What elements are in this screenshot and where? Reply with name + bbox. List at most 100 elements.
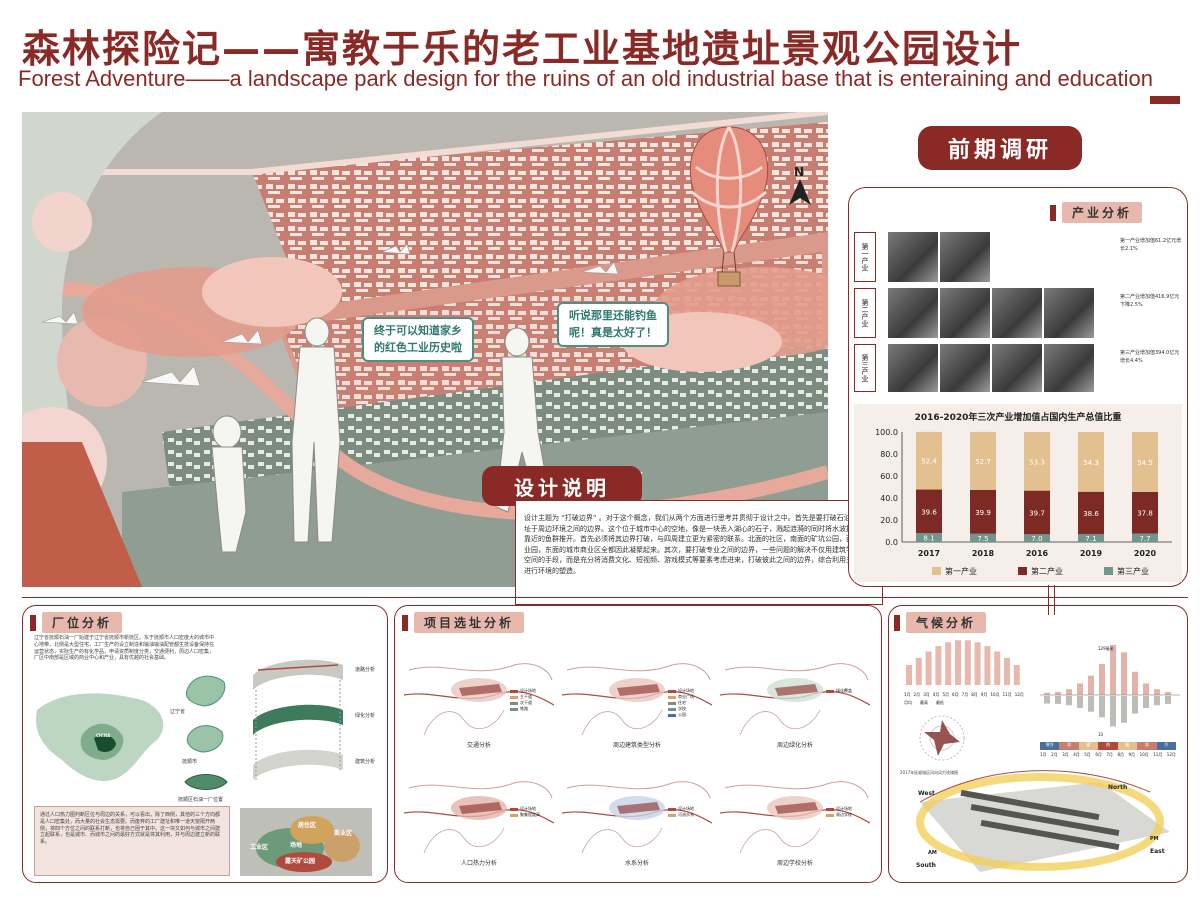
bar-data-label: 7.1 [1085,535,1096,543]
sun-north-label: North [1108,784,1128,791]
temp-low-bar [1088,696,1094,712]
bar-segment [1024,534,1050,542]
industry-note: 第三产业增加值394.0亿元增长4.4% [1120,350,1180,364]
month-label: 10月 [990,692,1000,697]
industry-chart-box [854,404,1182,582]
harvester-photo [940,232,990,282]
location-analysis-text: 通过人口热力图判断区位与周边的关系，可以看出，除了西侧，其他的三个方向都是人口密… [40,812,221,845]
bar-segment [1078,432,1104,492]
hero-illustration: N 终于可以知道家乡的红色工业历史啦 听说那里还能钓鱼呢！真是太好了！ [22,112,828,587]
factory-photo [940,288,990,338]
north-arrow-icon: N [787,165,813,207]
site-map-4: 人口热力分析 设计场地聚集程度高 [403,768,555,867]
factory-photo [1044,288,1094,338]
title-accent-bar [1150,96,1180,104]
bar-data-label: 37.8 [1137,510,1153,518]
site-map-caption: 周边学校分析 [776,860,813,867]
bar-segment [1078,534,1104,542]
legend-item: 聚集程度高 [510,812,554,818]
rain-bar [1132,671,1138,695]
month-label: 10月 [1139,752,1149,757]
temperature-chart [906,640,1020,685]
month-label: 5月 [1084,752,1091,757]
tag-bar [402,614,408,631]
wind-rose-caption: 2017年抚顺城区风向风力玫瑰图 [900,770,959,775]
month-label: 12月 [1166,752,1176,757]
x-tick-label: 2017 [918,549,940,558]
location-panel [22,605,388,883]
legend-item: 设计场地 [510,688,554,694]
rain-bar [1099,663,1105,695]
legend-item: 月均 [904,700,912,705]
rainfall-max-label: 129毫米 [1098,646,1114,651]
rain-bar [1044,692,1050,695]
bar-data-label: 53.3 [1029,458,1045,466]
month-label: 6月 [1095,752,1102,757]
temperature-legend: 月均 最高 最低 [904,700,944,706]
site-map-legend: 设计场地聚集程度高 [510,806,554,818]
connector-line [1048,585,1049,615]
speech-bubble-left: 终于可以知道家乡的红色工业历史啦 [362,317,474,362]
design-note-text: 设计主题为 “打破边界” 。对于这个概念，我们从两个方面进行思考并贯彻于设计之中… [515,500,883,605]
legend-swatch [932,567,941,575]
page-title: 森林探险记——寓教于乐的老工业基地遗址景观公园设计 [22,27,1023,71]
legend-item: 铁路 [510,706,554,712]
season-item: 凉 [1059,742,1079,750]
rain-bar [1121,652,1127,695]
bar-segment [1078,491,1104,535]
bar-segment [916,489,942,534]
site-map-legend: 设计场地商业广场住宅学校公园 [668,688,712,718]
bar-data-label: 54.5 [1137,459,1153,467]
site-map-legend: 设计场地周边学校 [826,806,870,818]
season-item: 冷 [1156,742,1176,750]
rainfall-axis-label: 10 [1098,732,1104,737]
chart-title: 2016-2020年三次产业增加值占国内生产总值比重 [915,411,1122,423]
temp-bar [974,642,981,685]
rain-bar [1165,691,1171,695]
bar-data-label: 39.9 [975,509,991,517]
bar-data-label: 7.7 [1139,535,1150,543]
tag-bar [1050,204,1056,221]
industry-row-label: 第二产业 [854,288,876,338]
bar-segment [970,489,996,534]
industry-note: 第二产业增加值416.9亿元下降2.5% [1120,294,1180,308]
site-map-caption: 人口热力分析 [460,860,497,867]
bar-data-label: 39.6 [921,508,937,516]
bar-segment [1132,491,1158,534]
temp-bar [964,640,971,685]
industry-analysis-tag: 产业分析 [1050,202,1143,223]
connector-line [1054,585,1055,615]
month-label: 8月 [971,692,978,697]
layered-site-maps [253,659,343,780]
legend-swatch [1104,567,1113,575]
tag-label: 产业分析 [1062,202,1143,223]
month-label: 3月 [1062,752,1069,757]
rainfall-chart [1040,645,1180,727]
season-strip: 寒冷 凉 暖 热 暖 凉 冷 [1040,742,1176,750]
zone-commercial-label: 商业区 [334,830,353,837]
city-photo [940,344,990,392]
building-analysis-label: 建筑分析 [355,759,376,765]
sun-south-label: South [916,862,936,869]
bar-segment [970,431,996,490]
page-subtitle: Forest Adventure——a landscape park desig… [18,66,1153,91]
temp-bar [925,651,932,685]
temp-low-bar [1099,696,1105,718]
legend-swatch [1018,567,1027,575]
temp-bar [935,646,942,685]
temp-low-bar [1055,696,1061,704]
y-tick-label: 100.0 [875,428,898,437]
temp-bar [994,651,1001,685]
x-tick-label: 2019 [1080,549,1103,558]
month-label: 5月 [942,692,949,697]
site-map-3: 周边绿化分析绿化覆盖 [719,650,871,749]
location-tag: 厂位分析 [30,612,123,633]
site-map-legend: 设计场地河流水系 [668,806,712,818]
sun-pm-label: PM [1150,836,1159,842]
temp-bar [1004,657,1010,685]
legend-item: 主干道 [510,694,554,700]
y-tick-label: 80.0 [880,450,898,459]
season-item: 暖 [1117,742,1138,750]
